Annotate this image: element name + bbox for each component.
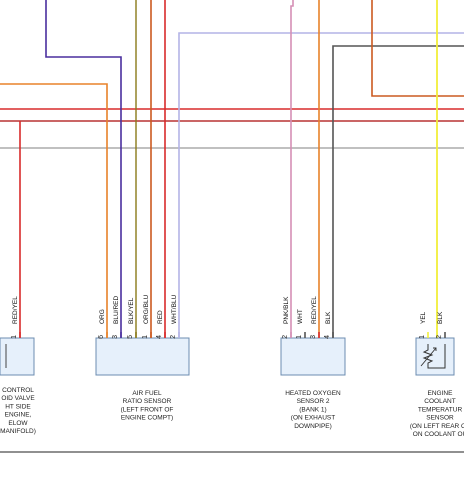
pin-number: 4 xyxy=(156,335,163,339)
wire-label: RED/YEL xyxy=(12,296,19,324)
pin-number: 1 xyxy=(142,335,149,339)
component-caption: ENGINE xyxy=(428,390,454,397)
pin-number: 4 xyxy=(324,335,331,339)
component-caption: CONTROL xyxy=(2,387,34,394)
component-caption: ENGINE COMPT) xyxy=(121,415,173,422)
component-caption: ELOW xyxy=(8,420,28,427)
pin-number: 6 xyxy=(98,335,105,339)
component-caption: SENSOR 2 xyxy=(297,398,330,405)
pin-number: 3 xyxy=(112,335,119,339)
component-caption: DOWNPIPE) xyxy=(294,423,332,430)
component-caption: RATIO SENSOR xyxy=(123,398,172,405)
wire-label: WHT xyxy=(297,309,304,324)
component-caption: ENGINE, xyxy=(5,412,32,419)
purge-solenoid-connector xyxy=(0,337,35,376)
wire-blu-red xyxy=(45,0,122,338)
component-caption: HT SIDE xyxy=(5,403,31,410)
wire-label: BLK xyxy=(325,311,332,324)
wire-label: PNK/BLK xyxy=(283,296,290,324)
bus-wires xyxy=(0,108,464,149)
component-caption: (BANK 1) xyxy=(299,406,326,413)
pin-number: 5 xyxy=(127,335,134,339)
pin-number: 1 xyxy=(419,335,426,339)
component-caption: OID VALVE xyxy=(1,395,35,402)
component-caption: (LEFT FRONT OF xyxy=(121,406,174,413)
wire-org xyxy=(0,83,108,338)
wire-label: YEL xyxy=(420,311,427,324)
component-caption: COOLANT xyxy=(424,398,455,405)
component-caption: SENSOR xyxy=(426,415,454,422)
wire-label: ORG/BLU xyxy=(143,294,150,324)
air-fuel-ratio-sensor: 6 ORG 3 BLU/RED 5 BLK/YEL 1 ORG/BLU 4 RED 2 WHT/BLU… xyxy=(95,294,190,422)
heated-oxygen-sensor-2: 2 PNK/BLK 1 WHT 3 RED/YEL 4 BLK HEATED OXYGENSEN… xyxy=(280,296,346,430)
pin-number: 2 xyxy=(436,335,443,339)
wire-label: ORG xyxy=(99,309,106,324)
vertical-wires xyxy=(0,0,464,338)
wire-label: BLK xyxy=(437,311,444,324)
wire-label: RED xyxy=(157,310,164,324)
thermistor-symbol xyxy=(420,344,446,369)
pin-number: 2 xyxy=(282,335,289,339)
component-caption: AIR FUEL xyxy=(132,390,162,397)
wire-org-right xyxy=(371,0,464,97)
engine-coolant-temp-sensor-connector xyxy=(415,337,455,376)
air-fuel-ratio-sensor-connector xyxy=(95,337,190,376)
component-caption: MANIFOLD) xyxy=(0,428,36,435)
wire-blk xyxy=(332,45,464,338)
wire-label: BLK/YEL xyxy=(128,297,135,324)
heated-oxygen-sensor-2-connector xyxy=(280,337,346,376)
component-caption: HEATED OXYGEN xyxy=(285,390,341,397)
wire-label: WHT/BLU xyxy=(171,294,178,324)
wire-label: BLU/RED xyxy=(113,296,120,324)
wire-wht-blu xyxy=(178,32,464,338)
component-caption: ON COOLANT OU xyxy=(413,431,464,438)
pin-number: 2 xyxy=(170,335,177,339)
wire-pnk-blk xyxy=(290,0,294,338)
pin-number: 1 xyxy=(296,335,303,339)
wire-label: RED/YEL xyxy=(311,296,318,324)
component-caption: (ON EXHAUST xyxy=(291,415,335,422)
component-caption: (ON LEFT REAR OF xyxy=(410,423,464,430)
pin-number: 1 xyxy=(11,335,18,339)
component-caption: TEMPERATUR xyxy=(418,406,463,413)
pin-number: 3 xyxy=(310,335,317,339)
